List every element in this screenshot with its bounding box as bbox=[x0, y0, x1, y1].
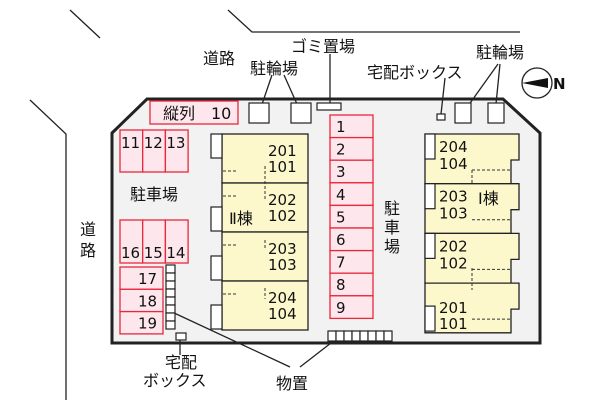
parking-label-vertical: 場 bbox=[384, 237, 400, 256]
unit-number: 101 bbox=[268, 158, 297, 176]
parking-label: 駐車場 bbox=[130, 185, 178, 204]
parking-slot-label: 12 bbox=[144, 134, 163, 152]
bicycle-parking-label: 駐輪場 bbox=[250, 59, 298, 78]
entrance bbox=[424, 183, 436, 210]
entrance bbox=[424, 232, 436, 259]
delivery-box-label: 宅配ボックス bbox=[367, 63, 463, 82]
parking-label-vertical: 駐 bbox=[384, 199, 400, 218]
parking-slot-label: 15 bbox=[144, 244, 163, 262]
storage-unit bbox=[165, 280, 176, 290]
unit-number: 202 bbox=[268, 191, 297, 209]
storage-unit bbox=[383, 330, 393, 342]
storage-unit bbox=[165, 304, 176, 314]
storage-label: 物置 bbox=[276, 374, 308, 393]
unit-number: 201 bbox=[268, 142, 297, 160]
storage-unit bbox=[165, 296, 176, 306]
unit-number: 201 bbox=[439, 299, 468, 317]
parking-slot-label: 縦列 10 bbox=[163, 104, 231, 123]
parking-slot-label: 16 bbox=[121, 244, 140, 262]
storage-unit bbox=[367, 330, 377, 342]
storage-unit bbox=[165, 272, 176, 282]
parking-slot bbox=[119, 310, 164, 335]
bicycle-shed bbox=[487, 102, 505, 124]
parking-slot-label: 3 bbox=[336, 163, 346, 181]
parking-slot bbox=[164, 129, 189, 173]
unit-number: 202 bbox=[439, 237, 468, 255]
parking-slot-label: 11 bbox=[121, 134, 140, 152]
unit-number: 104 bbox=[439, 155, 468, 173]
road-label-top: 道路 bbox=[203, 49, 235, 68]
unit-number: 203 bbox=[268, 240, 297, 258]
parking-slot-label: 5 bbox=[336, 208, 346, 226]
parking-slot-label: 14 bbox=[166, 244, 185, 262]
parking-slot-label: 19 bbox=[138, 315, 157, 333]
road-edge bbox=[227, 9, 520, 33]
unit-number: 102 bbox=[439, 254, 468, 272]
delivery-box bbox=[436, 113, 446, 121]
parking-slot-label: 17 bbox=[138, 270, 157, 288]
garbage-area-label: ゴミ置場 bbox=[291, 37, 355, 56]
entrance bbox=[424, 133, 436, 160]
entrance bbox=[424, 305, 436, 332]
storage-unit bbox=[165, 264, 176, 274]
road-label-left: 道 bbox=[80, 220, 96, 239]
storage-unit bbox=[359, 330, 369, 342]
storage-unit bbox=[335, 330, 345, 342]
storage-unit bbox=[375, 330, 385, 342]
unit-number: 103 bbox=[268, 256, 297, 274]
unit-number: 203 bbox=[439, 188, 468, 206]
parking-slot-10 bbox=[149, 100, 239, 125]
storage-unit bbox=[165, 312, 176, 322]
road-edge bbox=[29, 99, 67, 400]
building-1-name: Ⅰ棟 bbox=[478, 189, 499, 208]
parking-slot-label: 6 bbox=[336, 231, 346, 249]
storage-unit bbox=[343, 330, 353, 342]
bicycle-shed bbox=[290, 102, 312, 124]
unit-number: 102 bbox=[268, 207, 297, 225]
storage-unit bbox=[351, 330, 361, 342]
svg-text:N: N bbox=[553, 75, 566, 93]
delivery-box-label: 宅配 bbox=[165, 353, 197, 372]
parking-slot-label: 2 bbox=[336, 141, 346, 159]
parking-slot-label: 13 bbox=[166, 134, 185, 152]
unit-number: 204 bbox=[268, 289, 297, 307]
unit-block bbox=[424, 282, 520, 334]
unit-number: 101 bbox=[439, 315, 468, 333]
road-edge bbox=[69, 9, 101, 39]
parking-slot-label: 18 bbox=[138, 292, 157, 310]
bicycle-shed bbox=[454, 102, 472, 124]
parking-label-vertical: 車 bbox=[384, 218, 400, 237]
bicycle-parking-label: 駐輪場 bbox=[476, 43, 524, 62]
storage-unit bbox=[165, 320, 176, 330]
delivery-box bbox=[175, 332, 187, 341]
entrance bbox=[210, 255, 223, 281]
parking-slot-label: 1 bbox=[336, 118, 346, 136]
bicycle-shed bbox=[248, 102, 270, 124]
storage-unit bbox=[165, 288, 176, 298]
storage-unit bbox=[327, 330, 337, 342]
parking-slot bbox=[329, 295, 374, 320]
building-2-name: Ⅱ棟 bbox=[229, 209, 253, 228]
entrance bbox=[210, 304, 223, 330]
parking-slot-label: 4 bbox=[336, 186, 346, 204]
delivery-box-label: ボックス bbox=[143, 371, 207, 390]
garbage-area bbox=[316, 102, 342, 111]
parking-slot bbox=[164, 219, 189, 264]
parking-slot-label: 7 bbox=[336, 254, 346, 272]
parking-slot-label: 9 bbox=[336, 299, 346, 317]
unit-number: 103 bbox=[439, 205, 468, 223]
parking-slot-label: 8 bbox=[336, 276, 346, 294]
road-label-left: 路 bbox=[80, 241, 96, 260]
compass: N bbox=[521, 67, 566, 99]
unit-number: 204 bbox=[439, 138, 468, 156]
entrance bbox=[210, 133, 223, 159]
entrance bbox=[210, 206, 223, 232]
unit-number: 104 bbox=[268, 305, 297, 323]
